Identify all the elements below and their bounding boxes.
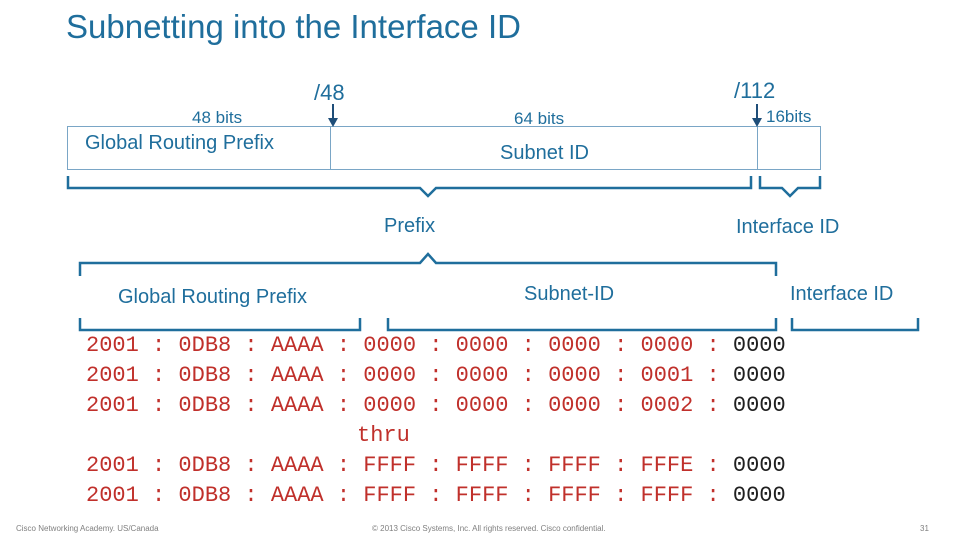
interface-id-label: Interface ID <box>736 216 840 238</box>
page-number: 31 <box>920 524 929 533</box>
address-row: 2001 : 0DB8 : AAAA : 0000 : 0000 : 0000 … <box>86 363 786 388</box>
marker-112-label: /112 <box>734 78 776 103</box>
thru-label: thru <box>357 423 410 448</box>
lower-prefix-bracket <box>78 252 778 276</box>
lower-subnet-id-label: Subnet-ID <box>524 283 615 305</box>
prefix-bracket <box>66 176 753 198</box>
iface-bits-label: 16bits <box>766 107 812 126</box>
arrow-112-head <box>752 118 762 127</box>
lower-subnet-bracket <box>386 318 778 332</box>
lower-global-prefix-label: Global Routing Prefix <box>118 286 307 308</box>
slide-title: Subnetting into the Interface ID <box>66 8 521 45</box>
address-row: 2001 : 0DB8 : AAAA : FFFF : FFFF : FFFF … <box>86 483 786 508</box>
footer-left: Cisco Networking Academy. US/Canada <box>16 524 159 533</box>
address-row: 2001 : 0DB8 : AAAA : 0000 : 0000 : 0000 … <box>86 333 786 358</box>
interface-bracket-top <box>758 176 822 198</box>
subnet-bits-label: 64 bits <box>514 109 565 128</box>
global-prefix-box-label: Global Routing Prefix <box>85 132 274 154</box>
subnet-id-box-label: Subnet ID <box>500 142 589 164</box>
interface-id-box <box>757 126 821 170</box>
lower-interface-id-label: Interface ID <box>790 283 894 305</box>
address-row: 2001 : 0DB8 : AAAA : FFFF : FFFF : FFFF … <box>86 453 786 478</box>
arrow-48-head <box>328 118 338 127</box>
footer-copyright: © 2013 Cisco Systems, Inc. All rights re… <box>372 524 606 533</box>
prefix-label: Prefix <box>384 215 436 237</box>
lower-interface-bracket <box>790 318 920 332</box>
lower-global-bracket <box>78 318 362 332</box>
global-bits-label: 48 bits <box>192 108 243 127</box>
address-row: 2001 : 0DB8 : AAAA : 0000 : 0000 : 0000 … <box>86 393 786 418</box>
marker-48-label: /48 <box>314 80 345 105</box>
